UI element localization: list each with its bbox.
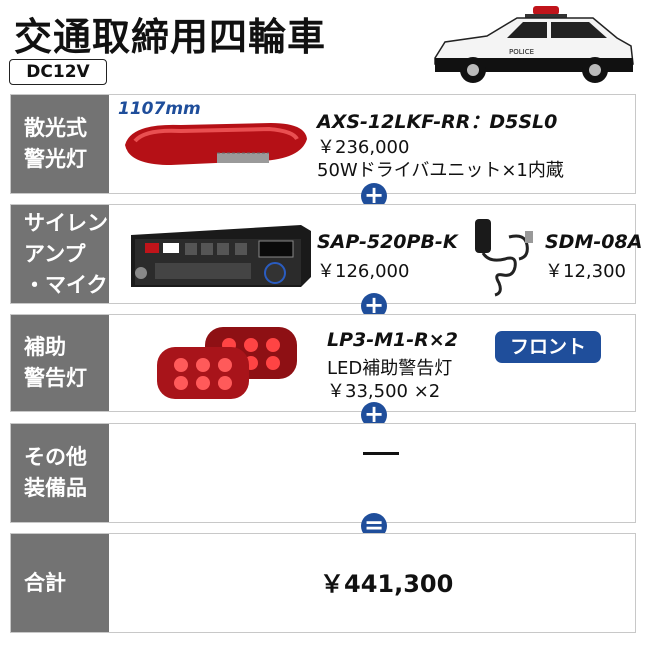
front-badge: フロント [495,331,601,363]
none-dash: — [363,452,399,455]
label-line: その他 [24,445,87,469]
label-line: 警光灯 [24,147,87,171]
label-line: ・マイク [24,272,108,297]
voltage-badge: DC12V [9,59,107,85]
label-line: サイレン [24,210,108,235]
dimension-text: 1107mm [118,99,201,119]
police-car-image: POLICE [434,6,634,83]
label-line: 合計 [24,570,66,595]
model-name: SAP-520PB-K [317,231,458,253]
description: 50Wドライバユニット×1内蔵 [317,160,564,181]
car-text: POLICE [509,48,534,56]
row-total: 合計 ￥441,300 [10,533,636,633]
aux-light-image [157,327,297,399]
price: ￥33,500 ×2 [327,381,441,402]
row-label: 合計 [11,534,109,632]
row-label: 補助 警告灯 [11,315,109,411]
price: ￥126,000 [317,261,410,282]
mic-model-name: SDM-08A [545,231,643,253]
model-name: LP3-M1-R×2 [327,329,458,351]
microphone-image [475,219,533,297]
label-line: 装備品 [24,476,87,500]
row-label: その他 装備品 [11,424,109,522]
row-siren-amp: サイレン アンプ ・マイク SAP-520PB-K ￥126,000 SDM-0… [10,204,642,304]
label-line: 補助 [24,335,66,359]
price: ￥236,000 [317,137,410,158]
label-line: 散光式 [24,116,87,140]
row-label: 散光式 警光灯 [11,95,109,193]
model-name: AXS-12LKF-RR：D5SL0 [317,111,558,133]
row-label: サイレン アンプ ・マイク [11,205,109,303]
row-aux-light: 補助 警告灯 LP3-M1-R×2 フロント LED補助警告灯 ￥33,500 … [10,314,636,412]
siren-amp-image [131,225,311,287]
total-price: ￥441,300 [320,570,454,598]
description: LED補助警告灯 [327,358,453,379]
light-bar-image [125,123,307,165]
label-line: 警告灯 [24,366,87,390]
row-light-bar: 散光式 警光灯 1107mm AXS-12LKF-RR：D5SL0 ￥236,0… [10,94,636,194]
mic-price: ￥12,300 [545,261,626,282]
label-line: アンプ [24,241,86,266]
page-title: 交通取締用四輪車 [14,15,327,59]
row-other-equipment: その他 装備品 — [10,423,636,523]
